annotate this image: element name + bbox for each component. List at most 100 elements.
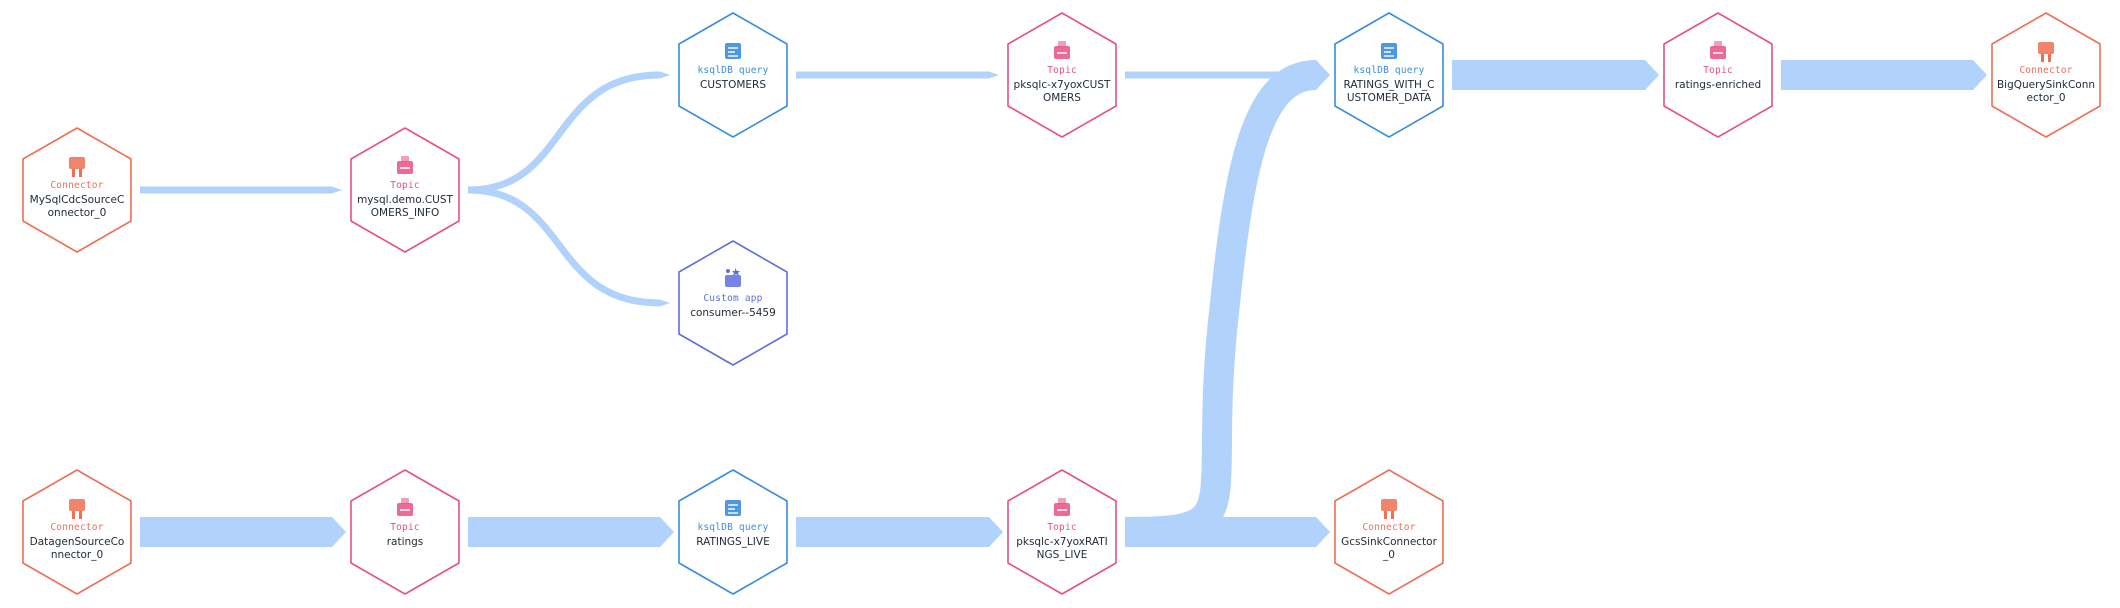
edge-topic-mysql-to-ksql-customers	[467, 71, 670, 194]
inbox-icon	[397, 156, 413, 174]
query-icon	[725, 43, 741, 59]
edge-path	[467, 71, 661, 194]
node-name-line: MySqlCdcSourceC	[30, 194, 125, 206]
edge-topic-ratings-live-to-gcs-sink	[1125, 517, 1330, 547]
inbox-icon	[397, 498, 413, 516]
arrow-head	[1316, 60, 1330, 90]
edge-datagen-src-to-topic-ratings	[140, 517, 346, 547]
node-topic-mysql[interactable]: Topic mysql.demo.CUSTOMERS_INFO	[350, 127, 460, 253]
edge-topic-enriched-to-bq-sink	[1781, 60, 1987, 90]
node-custom-consumer[interactable]: Custom app consumer--5459	[678, 240, 788, 366]
node-type-label: ksqlDB query	[697, 65, 768, 76]
node-hexagon	[678, 240, 788, 366]
arrow-head	[1973, 60, 1987, 90]
node-name-line: CUSTOMERS	[700, 79, 766, 91]
edge-ksql-ratings-cust-to-topic-enriched	[1452, 60, 1659, 90]
plug-icon	[1381, 499, 1397, 519]
node-name-line: NGS_LIVE	[1037, 549, 1088, 561]
node-hexagon	[22, 127, 132, 253]
node-type-label: Topic	[390, 180, 420, 191]
edges-layer	[140, 60, 1987, 547]
node-type-label: Connector	[50, 180, 103, 191]
arrow-head	[660, 71, 670, 79]
node-type-label: Topic	[1047, 65, 1077, 76]
edge-mysql-src-to-topic-mysql	[140, 186, 342, 194]
edge-path	[1124, 60, 1318, 547]
node-type-label: ksqlDB query	[1353, 65, 1424, 76]
node-name-line: DatagenSourceCo	[30, 536, 125, 548]
node-name-line: OMERS_INFO	[371, 207, 439, 219]
plug-icon	[69, 157, 85, 177]
arrow-head	[332, 517, 346, 547]
node-hexagon	[350, 469, 460, 595]
node-type-label: Connector	[50, 522, 103, 533]
edge-topic-mysql-to-custom-consumer	[467, 186, 670, 307]
node-name-line: GcsSinkConnector	[1341, 536, 1438, 548]
node-name-line: RATINGS_WITH_C	[1343, 79, 1434, 91]
node-hexagon	[678, 12, 788, 138]
arrow-head	[332, 186, 342, 194]
node-hexagon	[1007, 12, 1117, 138]
inbox-icon	[1054, 41, 1070, 59]
arrow-head	[660, 517, 674, 547]
node-name-line: ratings	[387, 536, 424, 548]
node-hexagon	[350, 127, 460, 253]
query-icon	[1381, 43, 1397, 59]
app-icon	[725, 268, 741, 287]
node-hexagon	[678, 469, 788, 595]
node-name-line: USTOMER_DATA	[1347, 92, 1432, 104]
arrow-head	[989, 517, 1003, 547]
node-name-line: BigQuerySinkConn	[1997, 79, 2095, 91]
query-icon	[725, 500, 741, 516]
node-name-line: _0	[1382, 549, 1395, 561]
inbox-icon	[1054, 498, 1070, 516]
node-hexagon	[22, 469, 132, 595]
node-hexagon	[1007, 469, 1117, 595]
node-name-line: pksqlc-x7yoxCUST	[1014, 79, 1111, 91]
node-name-line: OMERS	[1043, 92, 1081, 104]
edge-topic-ratings-to-ksql-ratings-live	[468, 517, 674, 547]
arrow-head	[1645, 60, 1659, 90]
node-topic-ratings[interactable]: Topic ratings	[350, 469, 460, 595]
node-name-line: RATINGS_LIVE	[696, 536, 769, 548]
plug-icon	[2038, 42, 2054, 62]
node-name-line: onnector_0	[48, 207, 107, 219]
node-type-label: ksqlDB query	[697, 522, 768, 533]
edge-ksql-ratings-live-to-topic-ratings-live	[796, 517, 1003, 547]
node-type-label: Connector	[1362, 522, 1415, 533]
arrow-head	[1316, 517, 1330, 547]
edge-ksql-customers-to-topic-customers	[796, 71, 999, 79]
edge-path	[467, 186, 661, 307]
node-type-label: Custom app	[703, 293, 762, 304]
node-name-line: consumer--5459	[690, 307, 776, 319]
node-name-line: pksqlc-x7yoxRATI	[1016, 536, 1108, 548]
nodes-layer: ConnectorMySqlCdcSourceConnector_0Topicm…	[22, 12, 2101, 595]
node-name-line: ratings-enriched	[1675, 79, 1761, 91]
arrow-head	[989, 71, 999, 79]
edge-topic-ratings-live-to-ksql-ratings-cust	[1124, 60, 1330, 547]
inbox-icon	[1710, 41, 1726, 59]
node-type-label: Topic	[1047, 522, 1077, 533]
node-name-line: nnector_0	[51, 549, 103, 561]
node-hexagon	[1663, 12, 1773, 138]
node-hexagon	[1334, 469, 1444, 595]
arrow-head	[660, 299, 670, 307]
plug-icon	[69, 499, 85, 519]
node-type-label: Topic	[390, 522, 420, 533]
node-name-line: mysql.demo.CUST	[357, 194, 453, 206]
node-hexagon	[1334, 12, 1444, 138]
node-type-label: Connector	[2019, 65, 2072, 76]
node-name-line: ector_0	[2026, 92, 2065, 104]
node-hexagon	[1991, 12, 2101, 138]
